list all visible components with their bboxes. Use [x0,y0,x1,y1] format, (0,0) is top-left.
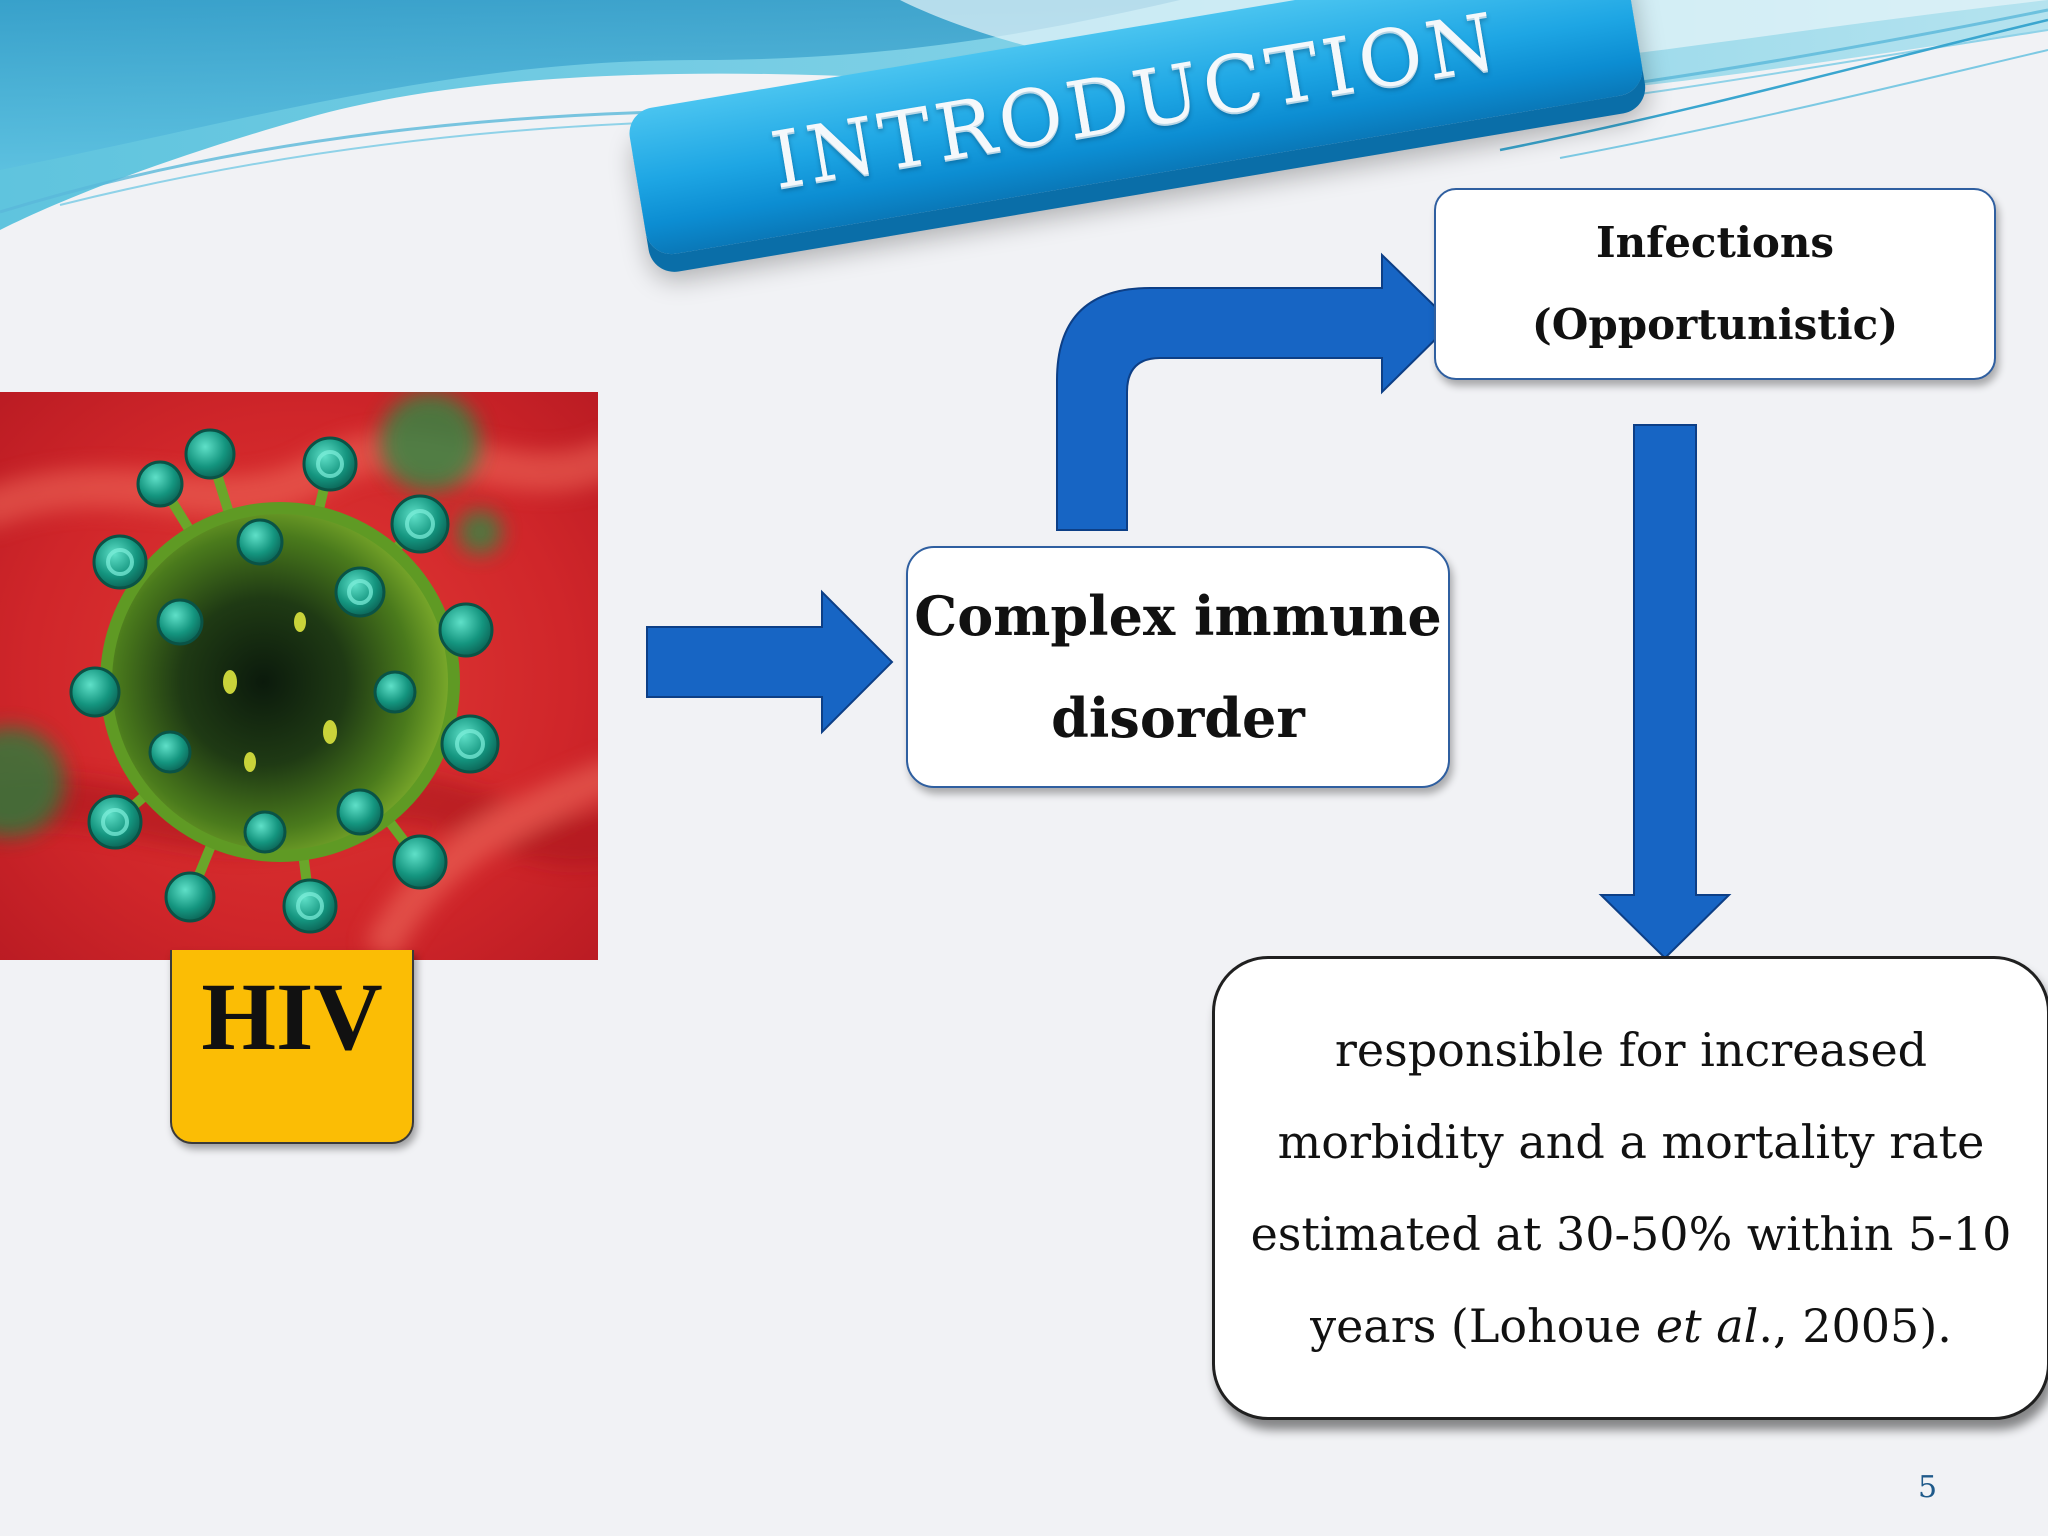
arrow-infections-to-outcome [1598,424,1732,960]
outcome-line-4-before: years (Lohoue [1310,1299,1656,1353]
infections-node: Infections (Opportunistic) [1434,188,1996,380]
infections-line-2: (Opportunistic) [1531,300,1899,349]
outcome-line-4-italic: et al [1655,1299,1759,1353]
arrow-complex-to-infections [1056,252,1454,531]
outcome-line-3: estimated at 30-50% within 5-10 [1250,1207,2012,1261]
infections-line-1: Infections [1595,218,1835,267]
outcome-node: responsible for increased morbidity and … [1212,956,2048,1420]
hiv-label-box: HIV [170,950,414,1144]
outcome-line-4-after: ., 2005). [1758,1299,1952,1353]
hiv-label: HIV [201,962,383,1070]
outcome-line-4: years (Lohoue et al., 2005). [1310,1280,1952,1372]
hiv-virus-image [0,392,598,960]
complex-line-2: disorder [1051,686,1305,750]
page-number: 5 [1918,1470,1938,1505]
hiv-virus-illustration [0,392,598,960]
outcome-line-1: responsible for increased [1334,1023,1928,1077]
outcome-line-2: morbidity and a mortality rate [1277,1115,1985,1169]
complex-immune-disorder-node: Complex immune disorder [906,546,1450,788]
arrow-hiv-to-complex [646,589,894,735]
complex-line-1: Complex immune [914,584,1442,648]
